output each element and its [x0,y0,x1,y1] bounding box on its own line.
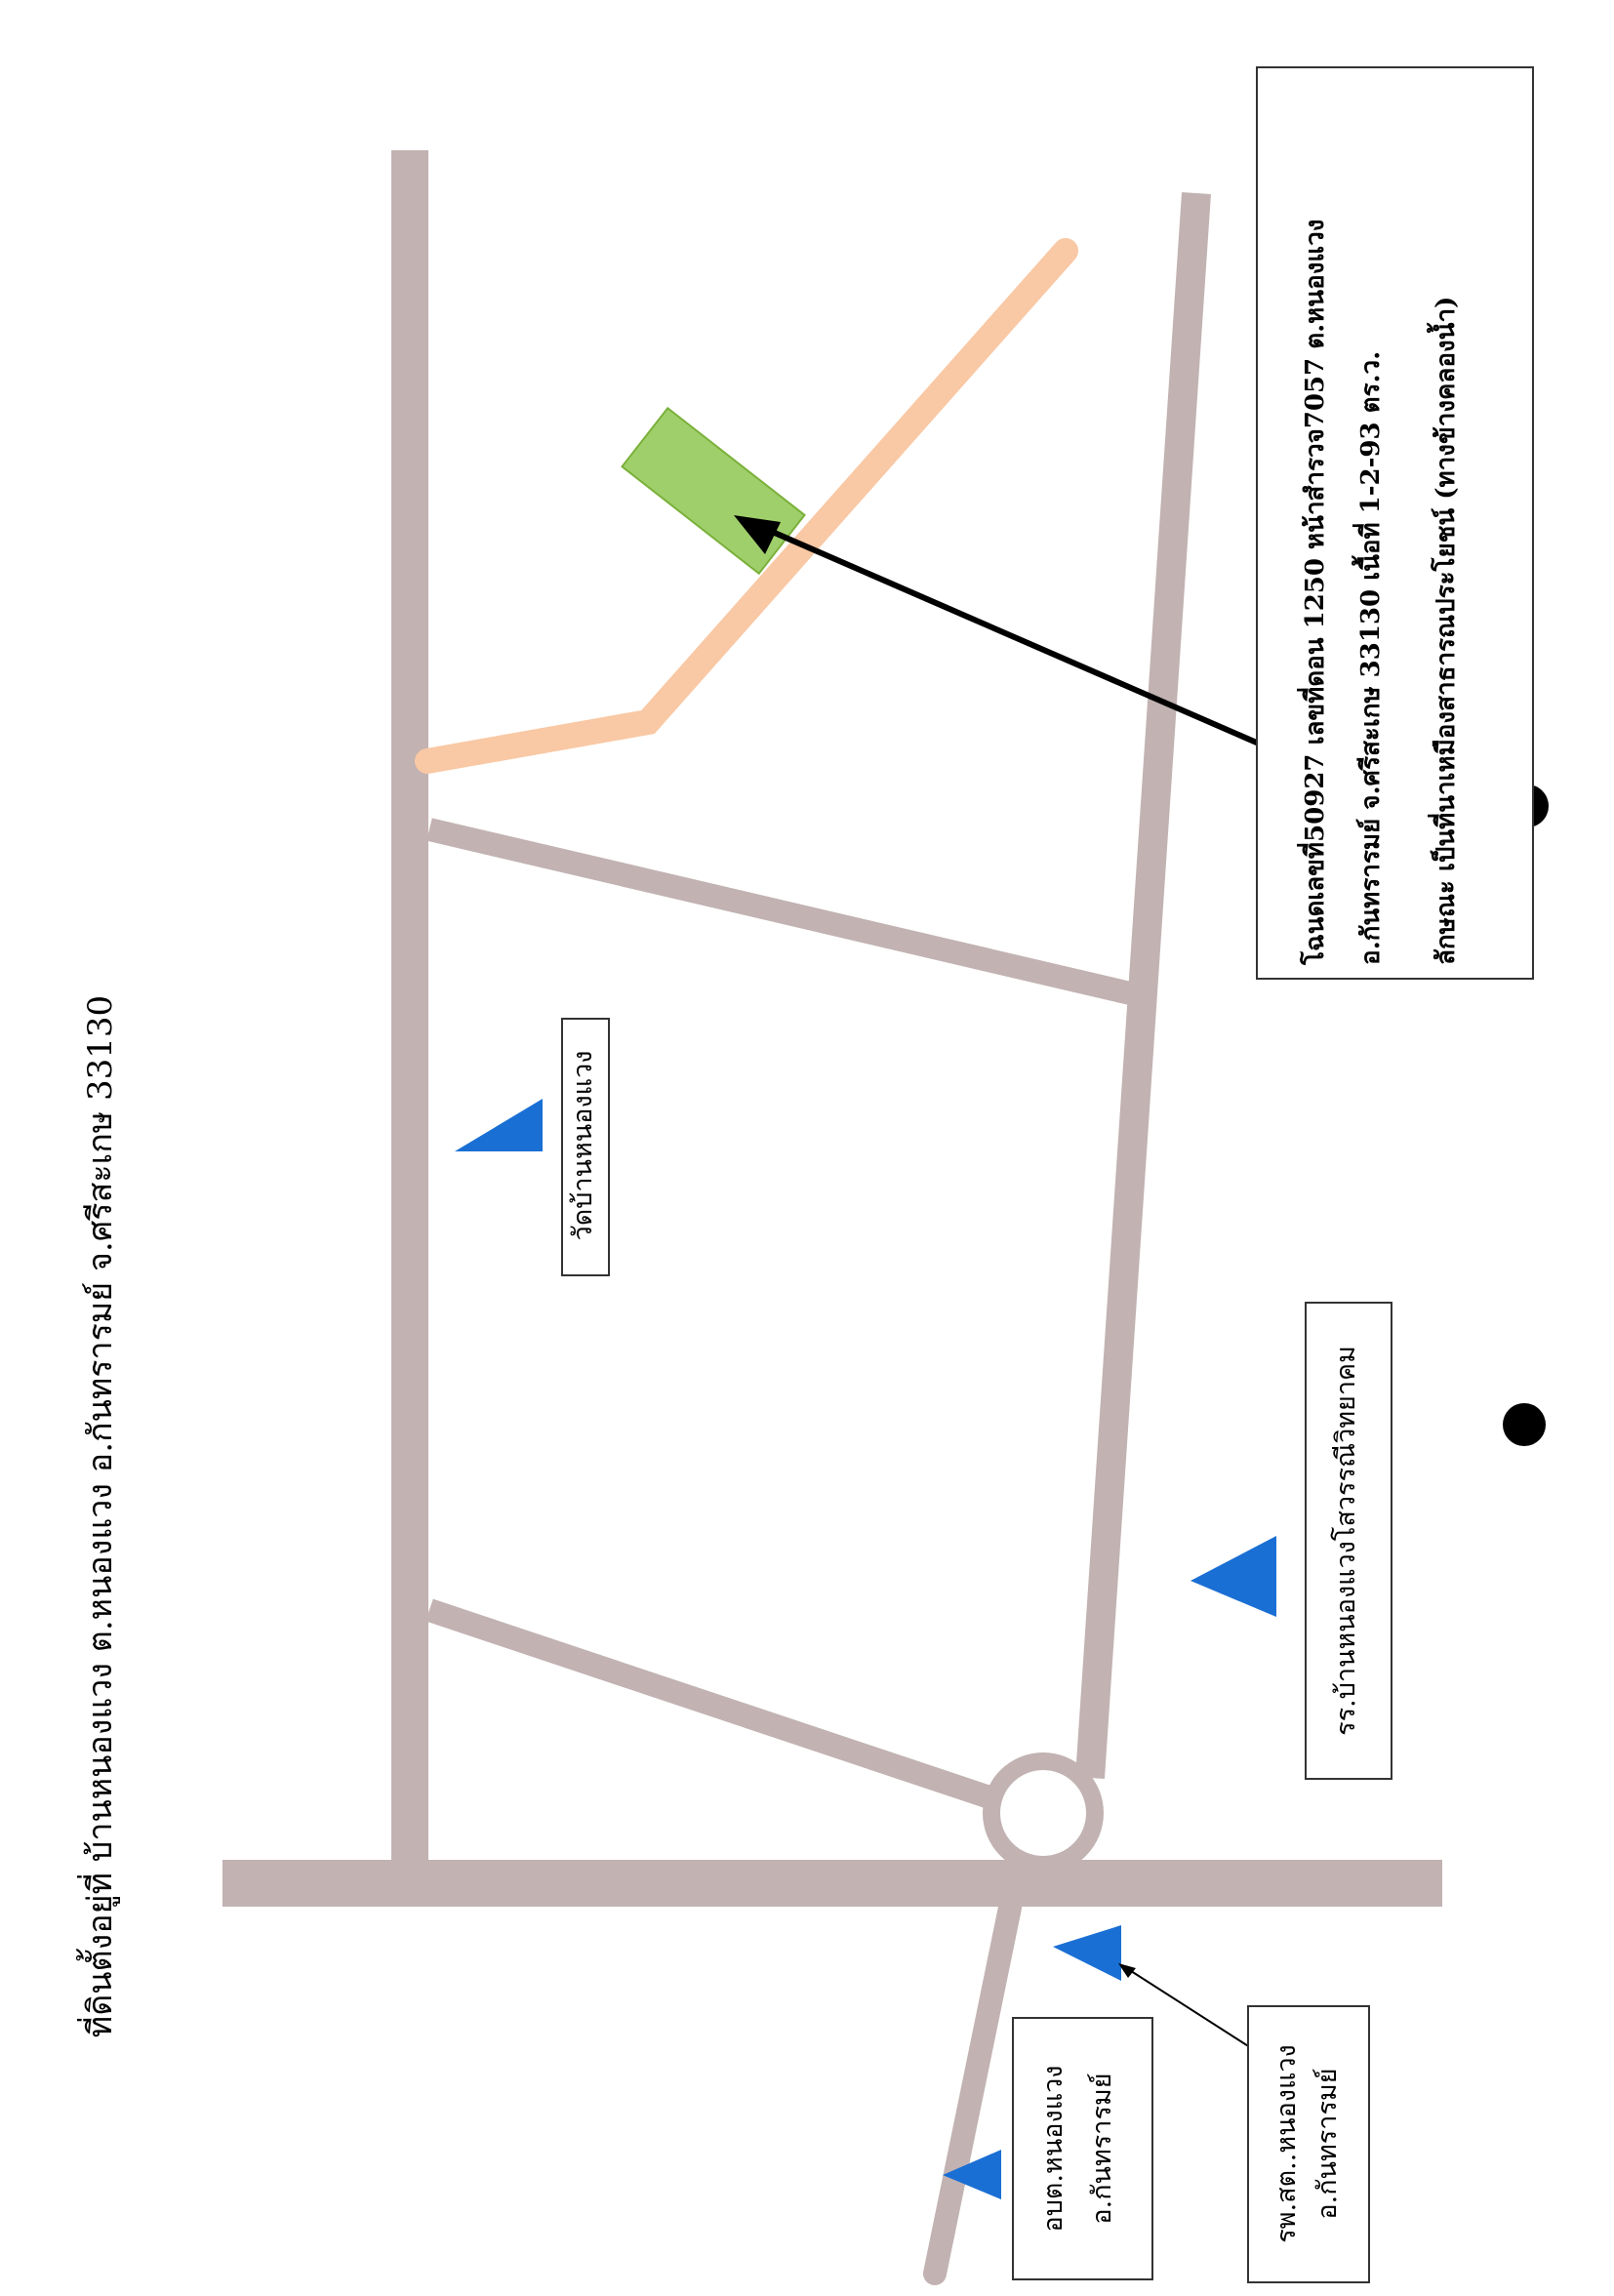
health-center-label-line2: อ.กันทรารมย์ [1312,2068,1343,2220]
deed-info-line2: อ.กันทรารมย์ จ.ศรีสะเกษ 33130 เนื้อที่ 1… [1356,350,1386,965]
temple-label-box [561,1018,610,1276]
admin-office-label-line2: อ.กันทรารมย์ [1087,2073,1117,2225]
deed-info-line1: โฉนดเลขที่50927 เลขที่ดอน 1250 หน้าสำรวจ… [1301,219,1330,965]
school-label-box [1305,1302,1392,1780]
roundabout-icon [983,1752,1104,1873]
map-title: ที่ดินตั้งอยู่ที่ บ้านหนองแวง ต.หนองแวง … [81,994,120,2038]
deed-info-line3: ลักษณะ เป็นที่นาเหมืองสาธารณประโยชน์ (ทา… [1432,296,1461,965]
admin-office-label-box [1012,2017,1153,2280]
road-to-admin-office [923,1896,1022,2285]
land-parcel [621,406,806,576]
temple-label: วัดบ้านหนองแวง [568,1050,598,1241]
deed-info-box [1256,66,1534,980]
triangle-marker-icon [943,2150,1001,2199]
road-upper-diagonal [426,818,1133,1005]
health-center-label-line1: รพ.สต..หนองแวง [1271,2044,1302,2243]
health-center-label-box [1247,2005,1370,2283]
school-label: รร.บ้านหนองแวงโสวรรณีวิทยาคม [1331,1346,1361,1736]
triangle-marker-icon [1053,1925,1121,1981]
road-network [222,150,1442,2285]
triangle-marker-icon [455,1099,543,1151]
orange-path [415,238,1078,774]
markers [455,1099,1276,2199]
arrow-icon [734,515,1261,746]
triangle-marker-icon [1190,1536,1276,1617]
arrow-icon [1118,1963,1254,2050]
circle-dot-icon [1503,1403,1546,1446]
road-lower-diagonal [425,1598,1017,1817]
road-right-vertical [1075,191,1211,1780]
admin-office-label-line1: อบต.หนองแวง [1038,2065,1069,2233]
